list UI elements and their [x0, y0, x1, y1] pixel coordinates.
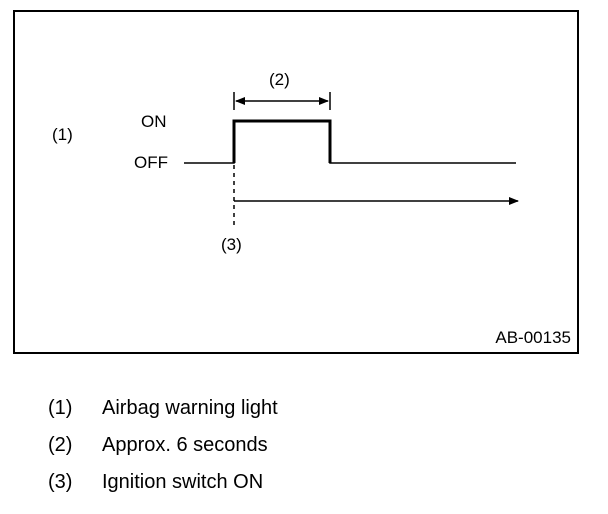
legend-number: (1) [48, 397, 73, 419]
legend: (1) Airbag warning light (2) Approx. 6 s… [48, 396, 568, 507]
legend-item: (1) Airbag warning light [48, 396, 568, 433]
on-state-label: ON [141, 112, 167, 131]
callout-3-label: (3) [221, 235, 242, 254]
callout-2-label: (2) [269, 70, 290, 89]
callout-1-label: (1) [52, 125, 73, 144]
legend-text: Ignition switch ON [102, 471, 264, 493]
legend-text: Approx. 6 seconds [102, 434, 268, 456]
legend-text: Airbag warning light [102, 397, 278, 419]
figure-frame: AB-00135 [13, 10, 579, 354]
off-state-label: OFF [134, 153, 168, 172]
legend-item: (3) Ignition switch ON [48, 470, 568, 507]
on-pulse [232, 119, 332, 163]
legend-number: (2) [48, 434, 73, 456]
legend-number: (3) [48, 471, 73, 493]
figure-id: AB-00135 [495, 328, 571, 347]
legend-item: (2) Approx. 6 seconds [48, 433, 568, 470]
